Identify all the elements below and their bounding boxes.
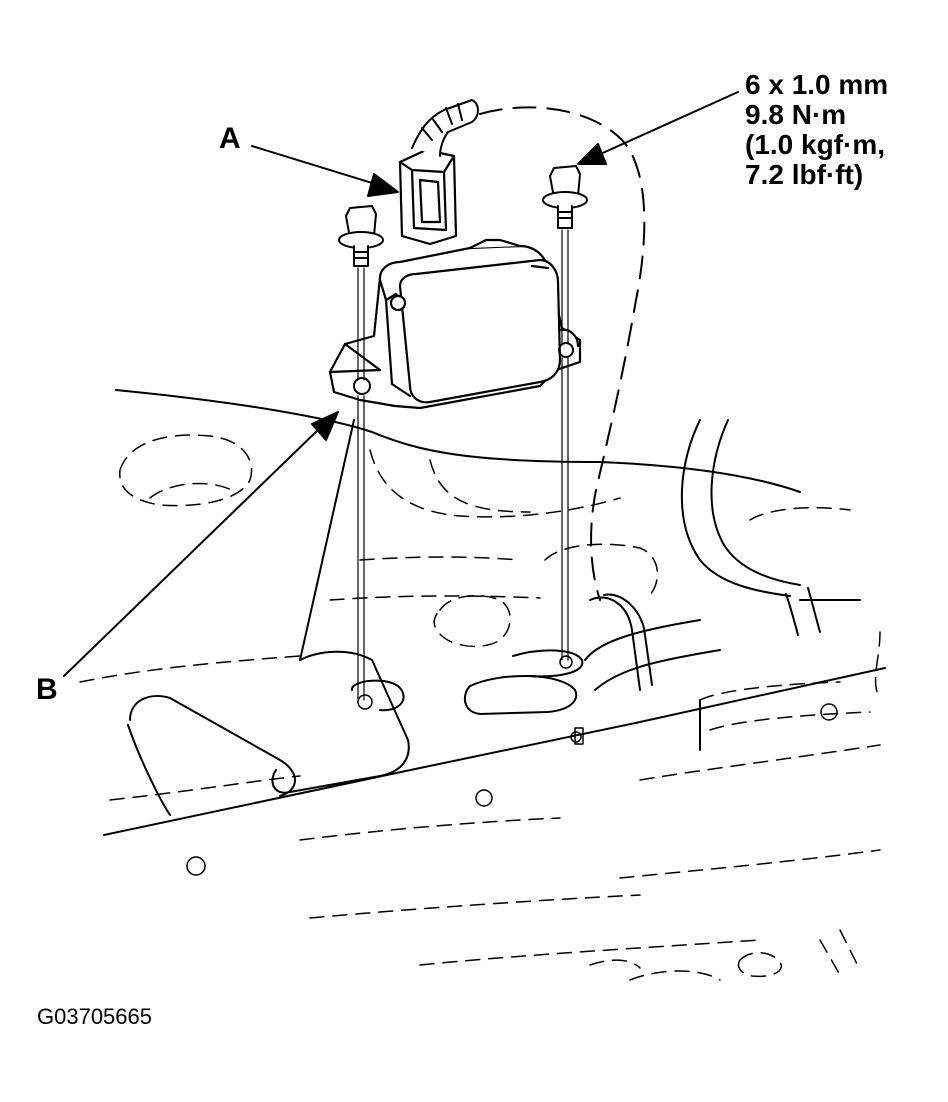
sensor-module	[328, 238, 582, 410]
callout-leader-a	[251, 145, 399, 197]
torque-kgf-text: (1.0 kgf·m,	[745, 129, 886, 160]
mounting-hole-b	[351, 649, 584, 712]
torque-specification: 6 x 1.0 mm 9.8 N·m (1.0 kgf·m, 7.2 lbf·f…	[745, 70, 888, 190]
callout-leader-torque	[577, 91, 739, 165]
figure-id: G03705665	[37, 1004, 152, 1029]
bolt-left	[338, 205, 384, 267]
harness-route-dashed	[479, 106, 646, 601]
bolt-right	[542, 165, 588, 229]
bolt-alignment-lines	[357, 229, 569, 701]
callout-leader-b	[63, 411, 339, 677]
connector-a	[398, 148, 458, 246]
sensor-bolt-holes	[353, 342, 574, 395]
floor-holes	[186, 655, 838, 876]
bolt-size-text: 6 x 1.0 mm	[745, 69, 889, 100]
wire-harness	[411, 99, 479, 157]
floor-panel-hidden-lines	[79, 434, 881, 981]
floor-panel	[103, 389, 886, 836]
callout-label-b: B	[36, 673, 58, 706]
torque-lbf-text: 7.2 lbf·ft)	[745, 159, 864, 190]
callout-label-a: A	[219, 122, 241, 155]
torque-newton-meter-text: 9.8 N·m	[745, 99, 847, 130]
